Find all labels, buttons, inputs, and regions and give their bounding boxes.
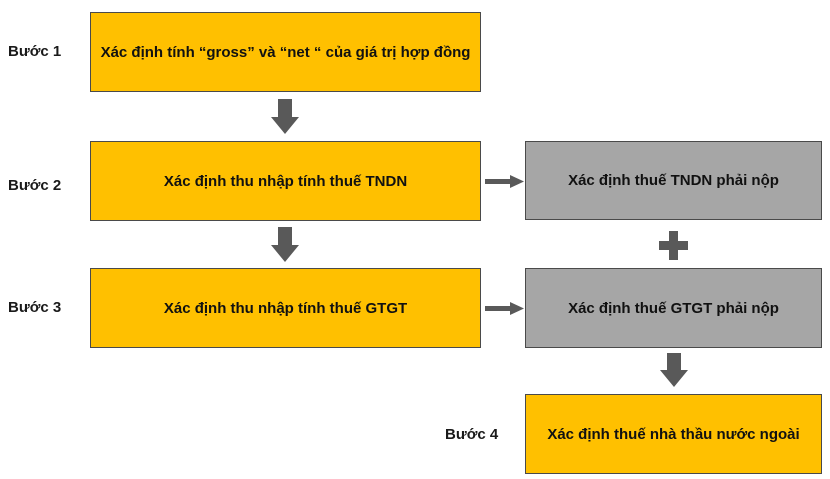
down-arrow-icon [271, 227, 299, 262]
step1-label: Bước 1 [8, 43, 62, 60]
plus-icon [659, 231, 688, 260]
step3-box: Xác định thu nhập tính thuế GTGT [90, 268, 481, 348]
right-arrow-icon [485, 302, 524, 315]
step2-label: Bước 2 [8, 177, 62, 194]
step2-box: Xác định thu nhập tính thuế TNDN [90, 141, 481, 221]
step4-box: Xác định thuế nhà thầu nước ngoài [525, 394, 822, 474]
cit-payable-box: Xác định thuế TNDN phải nộp [525, 141, 822, 220]
step1-box-text: Xác định tính “gross” và “net “ của giá … [100, 43, 471, 61]
down-arrow-icon [271, 99, 299, 134]
down-arrow-icon [660, 353, 688, 387]
step2-box-text: Xác định thu nhập tính thuế TNDN [163, 172, 408, 190]
vat-payable-text: Xác định thuế GTGT phải nộp [568, 299, 779, 317]
cit-payable-text: Xác định thuế TNDN phải nộp [568, 172, 779, 189]
step3-box-text: Xác định thu nhập tính thuế GTGT [163, 299, 408, 317]
step4-label: Bước 4 [445, 426, 499, 443]
step3-label: Bước 3 [8, 299, 62, 316]
vat-payable-box: Xác định thuế GTGT phải nộp [525, 268, 822, 348]
step1-box: Xác định tính “gross” và “net “ của giá … [90, 12, 481, 92]
step4-box-text: Xác định thuế nhà thầu nước ngoài [547, 425, 800, 443]
right-arrow-icon [485, 175, 524, 188]
